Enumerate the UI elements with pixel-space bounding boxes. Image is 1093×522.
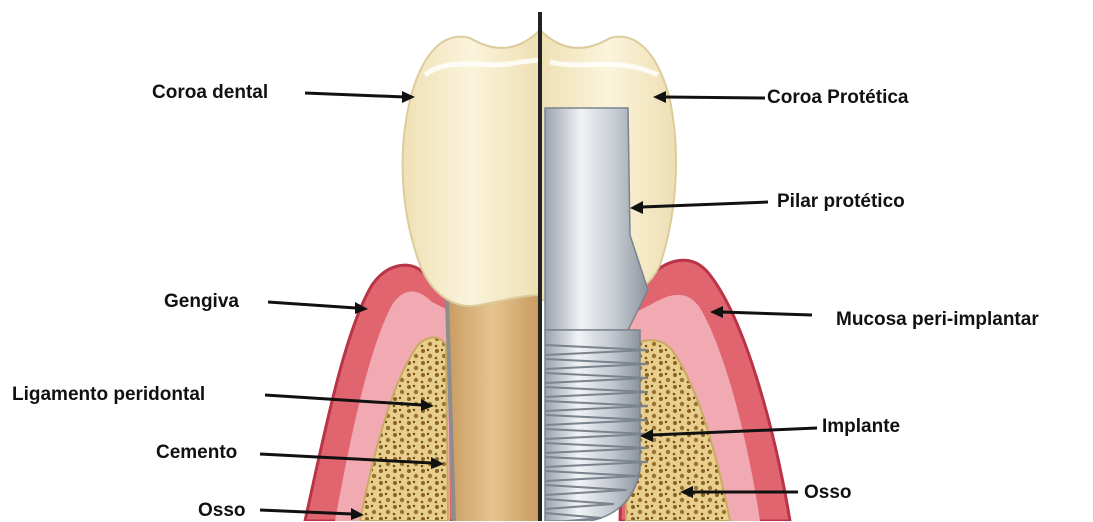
label-mucosa-peri-implantar: Mucosa peri-implantar — [836, 309, 1039, 331]
label-osso-right: Osso — [804, 482, 852, 504]
label-gengiva: Gengiva — [164, 291, 239, 313]
root-shape — [445, 290, 540, 521]
implant-side — [540, 30, 790, 521]
crown-left — [403, 30, 540, 306]
label-coroa-dental: Coroa dental — [152, 82, 268, 104]
label-osso-left: Osso — [198, 500, 246, 522]
label-cemento: Cemento — [156, 442, 237, 464]
label-implante: Implante — [822, 416, 900, 438]
label-ligamento-peridontal: Ligamento peridontal — [12, 384, 205, 406]
natural-tooth — [305, 30, 540, 521]
label-pilar-protetico: Pilar protético — [777, 191, 905, 213]
label-coroa-protetica: Coroa Protética — [767, 87, 908, 109]
